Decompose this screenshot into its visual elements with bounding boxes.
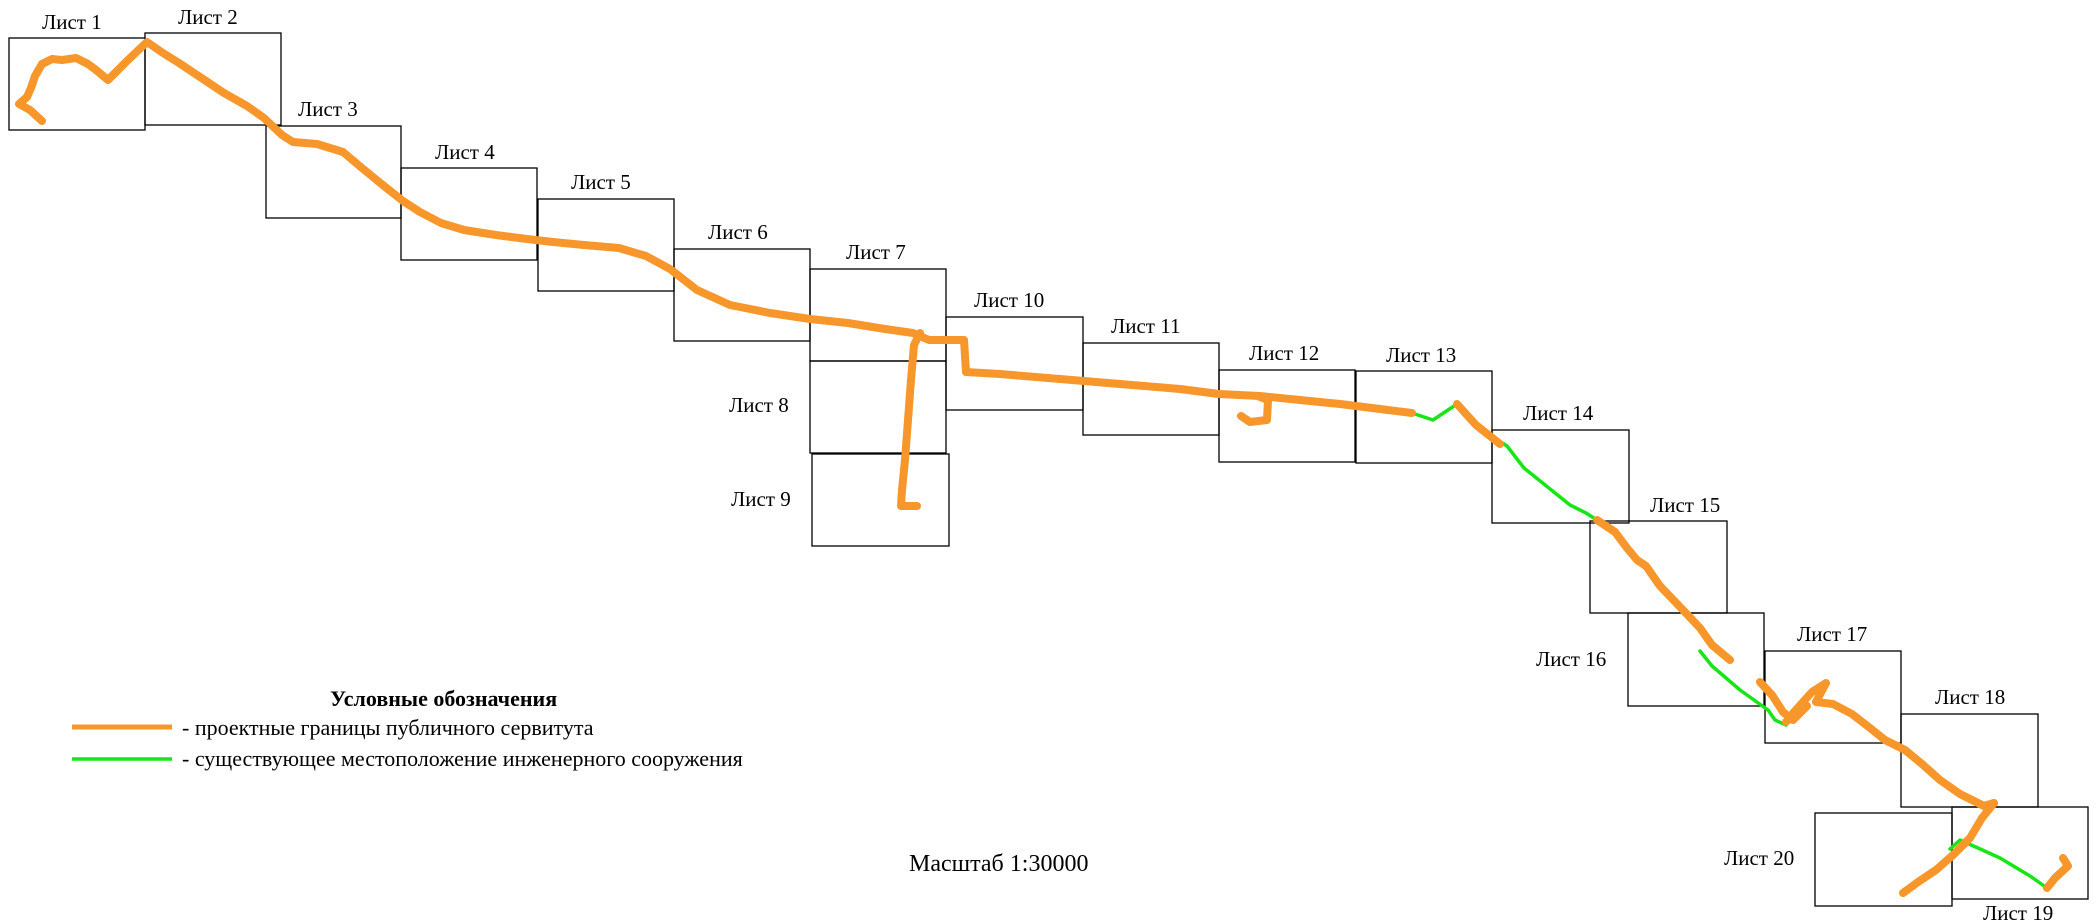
sheet-frame-5	[537, 198, 675, 292]
sheet-frame-6	[673, 248, 811, 342]
sheet-label-15: Лист 15	[1650, 493, 1720, 517]
sheet-frame-2	[144, 32, 282, 126]
sheet-label-12: Лист 12	[1249, 341, 1319, 365]
map-legend: Условные обозначения - проектные границы…	[72, 686, 743, 771]
legend-title: Условные обозначения	[330, 686, 557, 711]
legend-text-designed-boundary: - проектные границы публичного сервитута	[182, 715, 594, 740]
sheet-frame-17	[1764, 650, 1902, 744]
sheet-label-1: Лист 1	[42, 10, 102, 34]
map-scale: Масштаб 1:30000	[909, 851, 1088, 877]
sheet-label-14: Лист 14	[1523, 401, 1594, 425]
sheet-frame-15	[1589, 520, 1728, 614]
sheet-label-6: Лист 6	[708, 220, 768, 244]
sheet-label-13: Лист 13	[1386, 343, 1456, 367]
sheet-label-16: Лист 16	[1536, 647, 1606, 671]
sheet-label-3: Лист 3	[298, 97, 358, 121]
sheet-label-10: Лист 10	[974, 288, 1044, 312]
sheet-frame-4	[400, 167, 538, 261]
sheet-label-2: Лист 2	[178, 5, 238, 29]
sheet-label-18: Лист 18	[1935, 685, 2005, 709]
legend-text-existing-structure: - существующее местоположение инженерног…	[182, 746, 743, 771]
sheet-frame-19	[1951, 806, 2089, 900]
sheet-frame-16	[1627, 612, 1765, 707]
sheet-frame-14	[1491, 429, 1630, 524]
sheet-frame-20	[1814, 812, 1953, 907]
sheet-label-19: Лист 19	[1983, 901, 2053, 924]
sheet-label-17: Лист 17	[1797, 622, 1867, 646]
sheet-label-20: Лист 20	[1724, 846, 1794, 870]
sheet-frame-8	[809, 360, 947, 454]
sheet-label-9: Лист 9	[731, 487, 791, 511]
sheet-frame-13	[1355, 370, 1493, 464]
sheet-label-11: Лист 11	[1111, 314, 1180, 338]
sheet-labels: Лист 1 Лист 2 Лист 3 Лист 4 Лист 5 Лист …	[42, 5, 2053, 924]
sheet-frame-9	[811, 453, 950, 547]
sheet-frame-7	[809, 268, 947, 362]
sheet-label-4: Лист 4	[435, 140, 495, 164]
sheet-label-5: Лист 5	[571, 170, 631, 194]
sheet-label-8: Лист 8	[729, 393, 789, 417]
servitude-boundary-line	[15, 38, 2072, 897]
sheet-frames	[8, 32, 2089, 907]
sheet-label-7: Лист 7	[846, 240, 906, 264]
sheet-frame-12	[1218, 369, 1356, 463]
